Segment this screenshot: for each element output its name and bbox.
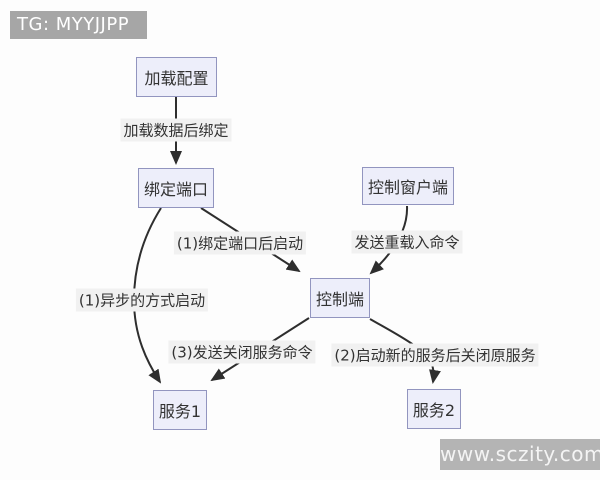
node-service-1: 服务1	[153, 390, 207, 430]
node-load-config: 加载配置	[136, 57, 217, 97]
node-bind-port: 绑定端口	[138, 168, 214, 208]
edge-label-close-old-after-new-service: (2)启动新的服务后关闭原服务	[331, 343, 539, 367]
edge-label-send-reload-command: 发送重载入命令	[351, 230, 463, 254]
node-control-end: 控制端	[310, 278, 370, 318]
node-service-2: 服务2	[407, 389, 461, 429]
node-control-window-client: 控制窗户端	[362, 167, 454, 205]
watermark-sczity: www.sczity.com	[440, 439, 600, 470]
edge-label-start-after-bind-port: (1)绑定端口后启动	[173, 231, 307, 255]
edge-label-load-data-then-bind: 加载数据后绑定	[120, 118, 232, 142]
edge-label-async-start: (1)异步的方式启动	[75, 288, 209, 312]
edge-label-send-close-service-command: (3)发送关闭服务命令	[168, 340, 316, 364]
tg-badge: TG: MYYJJPP	[10, 11, 147, 39]
